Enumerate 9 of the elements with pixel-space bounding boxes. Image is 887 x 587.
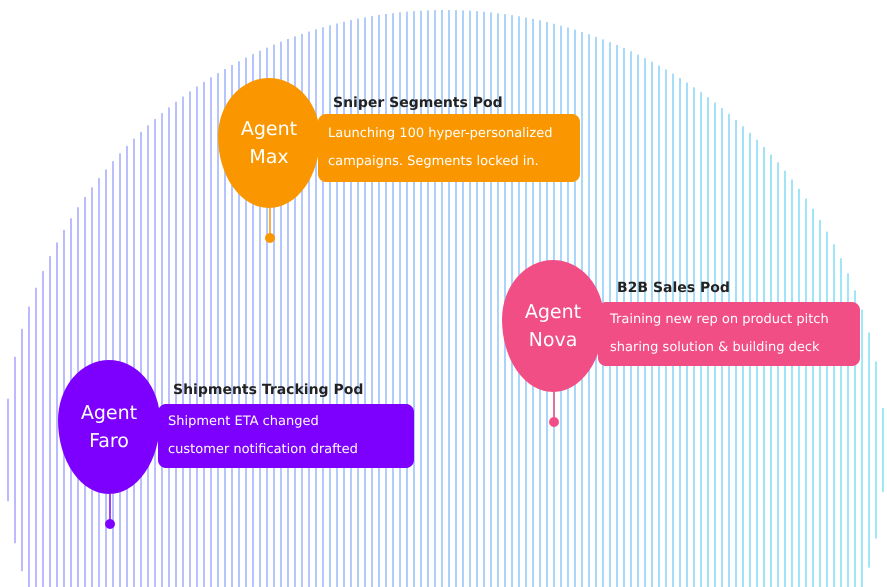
status-text: Training new rep on product pitch sharing solution & building deck [610, 311, 830, 357]
status-text: Launching 100 hyper-personalized campaigns. Segments locked in. [328, 125, 554, 171]
agent-name: Agent Faro [80, 401, 138, 454]
pod-title: Shipments Tracking Pod [173, 382, 364, 398]
agent-name: Agent Nova [524, 300, 582, 353]
pod-title: Sniper Segments Pod [333, 95, 503, 111]
status-text: Shipment ETA changed customer notification drafted [168, 413, 359, 459]
agent-name: Agent Max [240, 117, 298, 170]
pod-title: B2B Sales Pod [617, 280, 730, 296]
